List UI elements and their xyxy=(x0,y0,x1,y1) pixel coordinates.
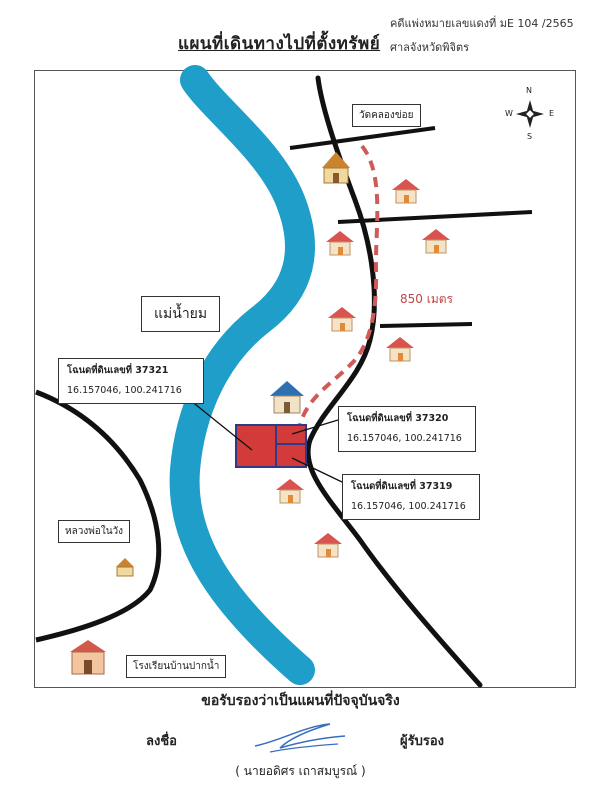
signature-image xyxy=(254,723,346,753)
shrine-icon xyxy=(116,558,134,577)
map-frame xyxy=(34,70,576,688)
compass-south: S xyxy=(527,132,533,141)
side-road-1 xyxy=(289,126,436,150)
house-icon xyxy=(276,479,304,504)
temple-icon xyxy=(322,152,350,184)
plot-37319 xyxy=(275,443,307,468)
house-icon xyxy=(386,337,414,362)
plot-37321 xyxy=(235,424,277,468)
deed-box-37321: โฉนดที่ดินเลขที่ 37321 16.157046, 100.24… xyxy=(58,358,204,404)
certification-text: ขอรับรองว่าเป็นแผนที่ปัจจุบันจริง xyxy=(201,693,400,709)
plot-37320 xyxy=(275,424,307,445)
compass-icon xyxy=(516,100,544,128)
deed-box-37319: โฉนดที่ดินเลขที่ 37319 16.157046, 100.24… xyxy=(342,474,480,520)
case-number: คดีแพ่งหมายเลขแดงที่ มE 104 /2565 xyxy=(390,17,574,30)
main-road xyxy=(305,75,483,688)
side-road-3 xyxy=(379,322,473,328)
compass-north: N xyxy=(526,86,532,95)
school-icon xyxy=(70,640,106,675)
house-icon xyxy=(326,231,354,256)
school-label: โรงเรียนบ้านปากน้ำ xyxy=(126,655,227,678)
deed-coords: 16.157046, 100.241716 xyxy=(347,433,462,444)
house-icon xyxy=(328,307,356,332)
leader-37319 xyxy=(291,457,343,483)
side-road-2 xyxy=(337,210,533,224)
sign-label: ลงชื่อ xyxy=(146,734,177,749)
deed-title: โฉนดที่ดินเลขที่ 37321 xyxy=(67,365,169,376)
buddha-label: หลวงพ่อในวัง xyxy=(58,520,131,543)
blue-house-icon xyxy=(270,381,304,414)
court-name: ศาลจังหวัดพิจิตร xyxy=(390,41,470,54)
deed-coords: 16.157046, 100.241716 xyxy=(351,501,466,512)
certifier-label: ผู้รับรอง xyxy=(400,734,444,749)
signer-name: ( นายอดิศร เถาสมบูรณ์ ) xyxy=(235,764,366,778)
river xyxy=(169,65,315,685)
leader-37320 xyxy=(291,419,339,435)
deed-box-37320: โฉนดที่ดินเลขที่ 37320 16.157046, 100.24… xyxy=(338,406,476,452)
house-icon xyxy=(392,179,420,204)
compass-west: W xyxy=(505,109,513,118)
temple-label: วัดคลองข่อย xyxy=(352,104,421,127)
deed-title: โฉนดที่ดินเลขที่ 37319 xyxy=(351,481,453,492)
left-road xyxy=(35,389,162,643)
deed-title: โฉนดที่ดินเลขที่ 37320 xyxy=(347,413,449,424)
distance-label: 850 เมตร xyxy=(400,292,453,306)
house-icon xyxy=(422,229,450,254)
river-label: แม่น้ำยม xyxy=(141,296,221,332)
compass-east: E xyxy=(549,109,555,118)
walking-route xyxy=(298,144,380,426)
deed-coords: 16.157046, 100.241716 xyxy=(67,385,182,396)
map-title: แผนที่เดินทางไปที่ตั้งทรัพย์ xyxy=(178,34,381,54)
house-icon xyxy=(314,533,342,558)
